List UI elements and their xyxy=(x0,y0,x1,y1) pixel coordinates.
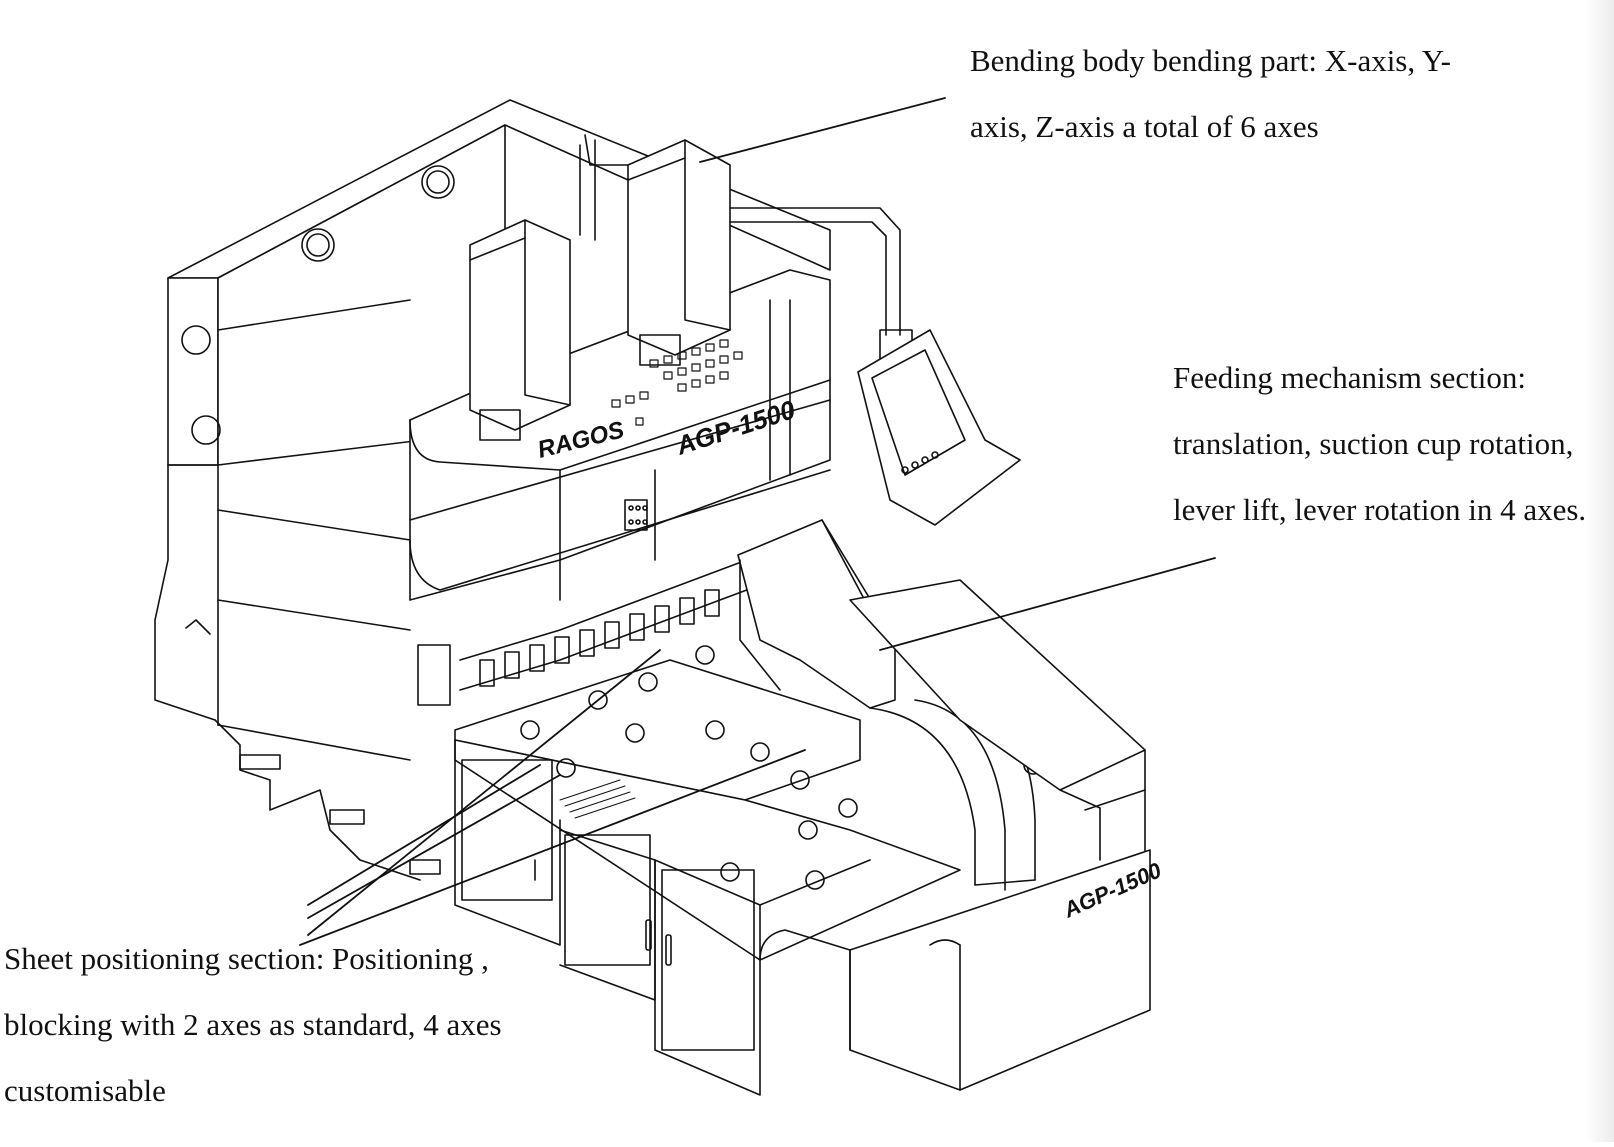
callout-feeding-line2: translation, suction cup rotation, xyxy=(1173,426,1574,461)
callout-bending-line2: axis, Z-axis a total of 6 axes xyxy=(970,109,1319,144)
callout-feeding-line1: Feeding mechanism section: xyxy=(1173,360,1526,395)
leader-feeding xyxy=(879,557,1216,651)
leader-bending xyxy=(699,97,946,163)
left-housing xyxy=(154,99,831,881)
callout-bending-line1: Bending body bending part: X-axis, Y- xyxy=(970,43,1451,78)
callout-feeding-line3: lever lift, lever rotation in 4 axes. xyxy=(1173,492,1587,527)
leader-sheet-4 xyxy=(299,749,806,946)
leader-sheet-2 xyxy=(307,774,561,919)
servo-towers xyxy=(469,134,731,441)
callout-sheet-line2: blocking with 2 axes as standard, 4 axes xyxy=(4,1007,502,1042)
page-edge-shadow xyxy=(1586,0,1614,1142)
right-base xyxy=(759,579,1151,1091)
callout-sheet-line1: Sheet positioning section: Positioning , xyxy=(4,941,489,976)
callout-sheet-positioning: Sheet positioning section: Positioning ,… xyxy=(4,926,502,1124)
vent-grid xyxy=(611,339,743,426)
callout-bending-part: Bending body bending part: X-axis, Y- ax… xyxy=(970,28,1451,160)
leader-lines xyxy=(299,97,1216,946)
leader-sheet-1 xyxy=(307,764,541,906)
callout-feeding-mechanism: Feeding mechanism section: translation, … xyxy=(1173,345,1586,543)
front-table xyxy=(454,659,961,1096)
control-arm xyxy=(729,207,1021,526)
callout-sheet-line3: customisable xyxy=(4,1073,166,1108)
leader-sheet-3 xyxy=(307,649,661,936)
